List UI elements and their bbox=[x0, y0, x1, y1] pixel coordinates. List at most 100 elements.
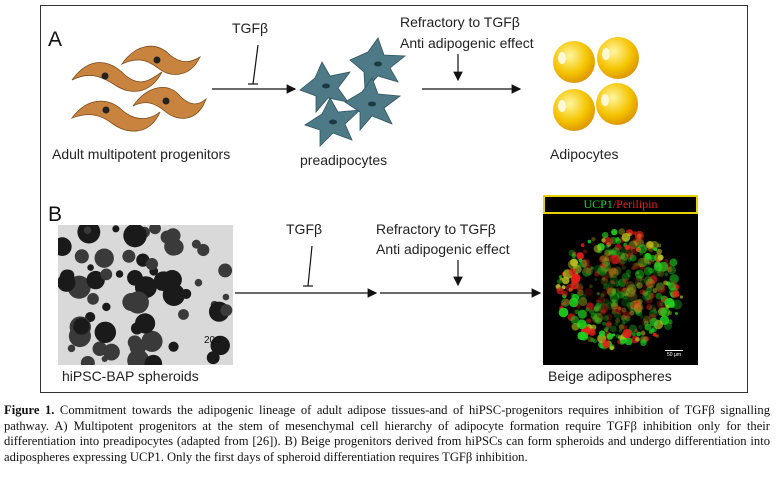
fluorescent-cell bbox=[605, 322, 612, 329]
fluorescent-cell bbox=[653, 333, 658, 337]
fluorescent-cell bbox=[594, 277, 598, 282]
fluorescent-cell bbox=[602, 321, 606, 326]
fluorescent-cell bbox=[642, 283, 650, 290]
adipocyte-cells bbox=[553, 37, 639, 131]
spheroid bbox=[220, 304, 233, 317]
fluorescent-cell bbox=[639, 264, 646, 271]
fluorescent-cell bbox=[603, 283, 610, 290]
fluorescent-cell bbox=[639, 289, 645, 295]
fluorescent-cell bbox=[653, 247, 658, 251]
fluorescent-cell bbox=[621, 290, 630, 300]
fluorescent-cell bbox=[645, 265, 651, 271]
fluorescent-cell bbox=[626, 287, 637, 298]
fluorescent-cell bbox=[614, 321, 619, 326]
fluorescent-cell bbox=[580, 293, 587, 300]
fluorescent-cell bbox=[649, 254, 657, 262]
spheroid bbox=[197, 243, 210, 257]
fluorescent-cell bbox=[556, 287, 564, 295]
fluorescent-cell bbox=[634, 275, 643, 284]
fluorescent-cell bbox=[590, 312, 598, 320]
fluorescent-cell bbox=[615, 306, 624, 315]
fluorescent-cell bbox=[601, 238, 606, 243]
fluorescent-cell bbox=[669, 302, 675, 308]
fluorescent-cell bbox=[596, 292, 600, 296]
spheroid bbox=[162, 270, 182, 290]
fluorescent-cell bbox=[632, 332, 636, 337]
fluorescent-cell bbox=[655, 292, 663, 300]
fluorescent-cell bbox=[633, 304, 643, 313]
fluorescent-cell bbox=[647, 275, 658, 285]
fluorescent-cell bbox=[634, 269, 645, 279]
fluorescent-cell bbox=[674, 311, 678, 316]
fluorescent-cell bbox=[601, 290, 608, 297]
fluorescent-cell bbox=[610, 325, 617, 333]
fluorescent-cell bbox=[636, 262, 640, 266]
fluorescent-cell bbox=[609, 254, 620, 265]
fluorescent-cell bbox=[621, 320, 626, 325]
fluorescent-cell bbox=[625, 248, 634, 257]
fluorescent-cell bbox=[604, 249, 611, 257]
fluorescent-cell bbox=[595, 302, 602, 309]
fluorescent-cell bbox=[652, 287, 658, 293]
spheroid bbox=[222, 293, 230, 301]
fluorescent-cell bbox=[636, 331, 641, 337]
fluorescent-cell bbox=[622, 278, 629, 285]
fluorescent-cell bbox=[660, 287, 666, 294]
stage-adipocytes: Adipocytes bbox=[550, 146, 619, 162]
fluorescent-cell bbox=[637, 304, 643, 311]
spheroid bbox=[87, 293, 99, 305]
spheroid bbox=[181, 288, 192, 299]
fluorescent-cell bbox=[634, 281, 641, 287]
fluorescent-cell bbox=[593, 304, 601, 312]
fluorescent-cell bbox=[619, 260, 625, 266]
fluorescent-cell bbox=[646, 297, 653, 304]
fluorescent-cell bbox=[580, 243, 585, 248]
fluorescent-cell bbox=[617, 251, 626, 260]
fluorescent-cell bbox=[646, 304, 653, 311]
fluorescent-cell bbox=[646, 280, 653, 288]
fluorescent-cell bbox=[629, 254, 637, 262]
fluorescent-cell bbox=[585, 267, 593, 276]
tgfb-label-b: TGFβ bbox=[286, 221, 323, 237]
spheroid bbox=[145, 257, 159, 271]
fluorescent-cell bbox=[586, 318, 592, 324]
fluorescent-cell bbox=[620, 314, 627, 321]
fluorescent-cell bbox=[650, 260, 655, 264]
fluorescent-cell bbox=[604, 255, 610, 262]
fluorescent-cell bbox=[591, 315, 600, 324]
fluorescent-cell bbox=[618, 324, 625, 330]
fluorescent-cell bbox=[598, 302, 609, 313]
caption-label: Figure 1. bbox=[4, 403, 55, 417]
fluorescent-cell bbox=[608, 280, 616, 288]
tgfb-inhibition-a bbox=[252, 44, 259, 85]
fluorescent-cell bbox=[592, 338, 598, 344]
fluorescent-cell bbox=[606, 333, 614, 340]
fluorescent-cell bbox=[584, 288, 593, 297]
fluorescent-cell bbox=[605, 313, 613, 321]
fluorescent-cell bbox=[593, 244, 602, 253]
fluorescent-cell bbox=[579, 259, 588, 268]
fluorescent-cell bbox=[627, 274, 631, 278]
fluorescent-cell bbox=[644, 258, 650, 264]
fluorescent-cell bbox=[571, 253, 577, 259]
spheroid bbox=[164, 237, 183, 256]
fluorescent-cell bbox=[603, 298, 610, 306]
spheroid bbox=[168, 341, 179, 352]
fluorescent-cell bbox=[582, 249, 588, 254]
fluorescent-cell bbox=[640, 276, 645, 281]
fluorescent-cell bbox=[667, 319, 673, 325]
spheroid bbox=[194, 278, 203, 287]
fluorescent-cell bbox=[585, 307, 590, 312]
fluorescent-cell bbox=[563, 298, 570, 305]
fluorescent-cell bbox=[601, 231, 609, 239]
fluorescent-cell bbox=[604, 268, 615, 279]
fluorescent-cell bbox=[603, 252, 613, 262]
fluorescent-cell bbox=[629, 246, 633, 250]
fluorescent-cell bbox=[621, 232, 631, 242]
figure-frame bbox=[40, 5, 748, 393]
fluorescent-cell bbox=[663, 280, 669, 286]
fluorescent-cell bbox=[644, 299, 649, 305]
fluorescent-cell bbox=[620, 340, 625, 345]
fluorescent-cell bbox=[599, 302, 606, 309]
fluorescent-cell bbox=[608, 267, 619, 278]
